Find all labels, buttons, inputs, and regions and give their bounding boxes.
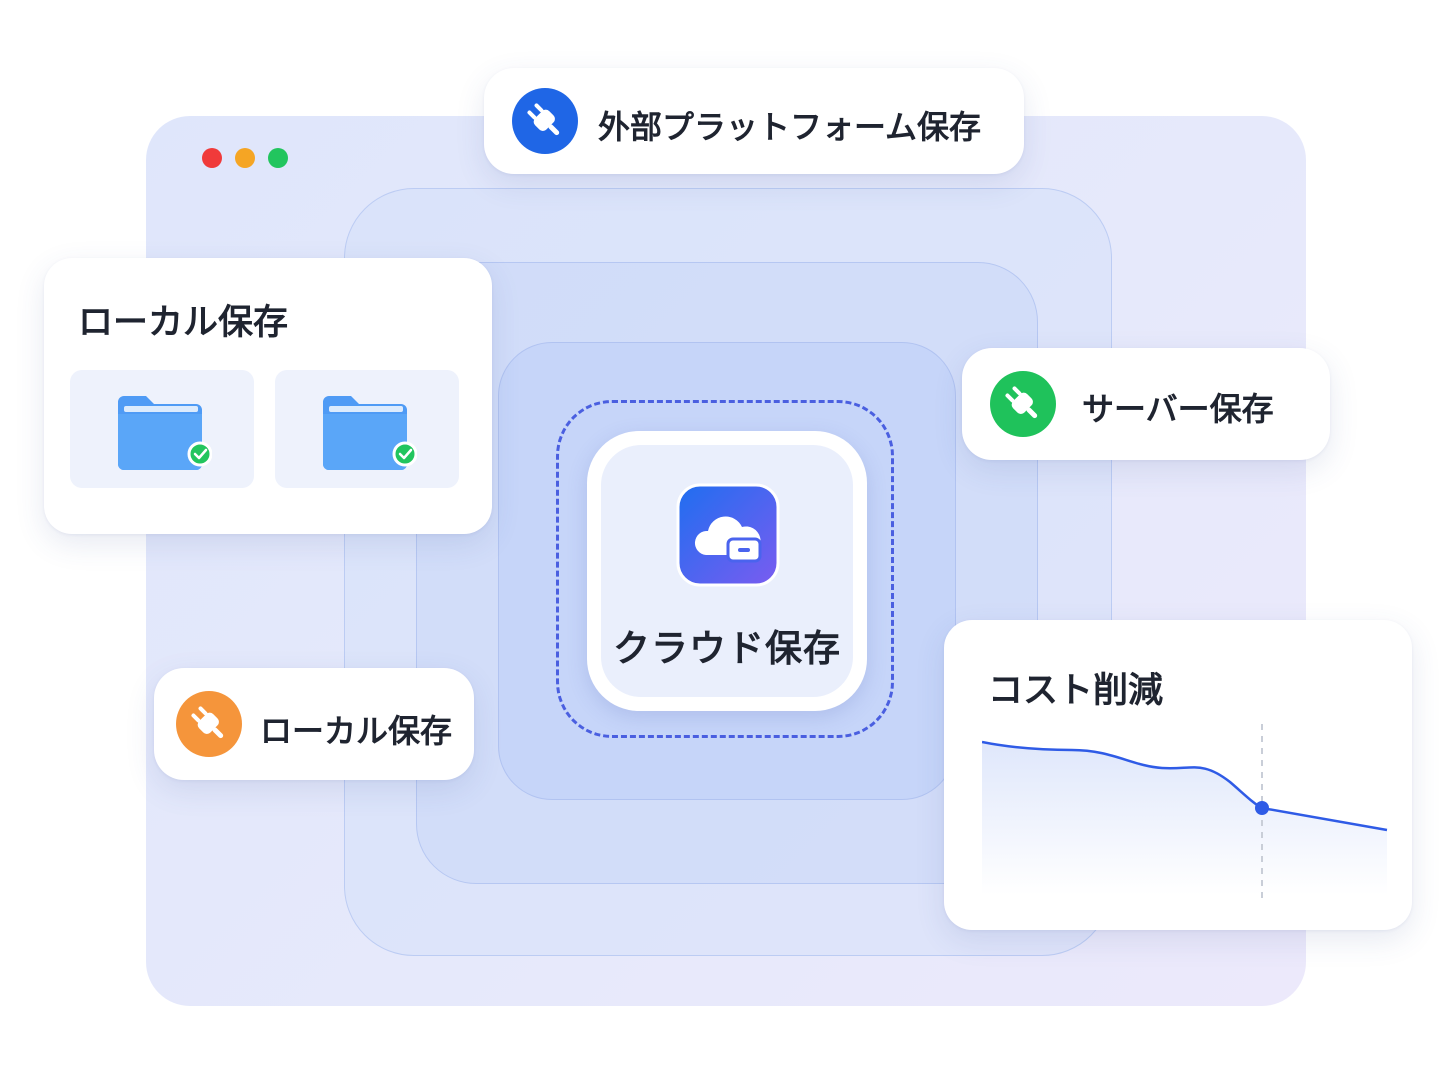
server-storage-pill[interactable]: サーバー保存	[962, 348, 1330, 460]
window-maximize-dot[interactable]	[268, 148, 288, 168]
folder-tile[interactable]	[275, 370, 459, 488]
cloud-storage-label: クラウド保存	[613, 627, 841, 670]
window-close-dot[interactable]	[202, 148, 222, 168]
folder-icon	[323, 396, 417, 470]
external-platform-label: 外部プラットフォーム保存	[598, 108, 982, 146]
external-platform-pill[interactable]: 外部プラットフォーム保存	[484, 68, 1024, 174]
local-storage-pill-label: ローカル保存	[260, 712, 453, 750]
window-controls	[202, 148, 288, 168]
server-storage-label: サーバー保存	[1082, 390, 1274, 428]
cost-trend-line	[982, 740, 1388, 832]
plug-icon	[512, 88, 578, 154]
check-badge-icon	[187, 441, 212, 467]
local-storage-title: ローカル保存	[78, 303, 289, 343]
check-badge-icon	[392, 441, 417, 467]
plug-icon	[176, 691, 242, 757]
dashed-boundary	[556, 400, 894, 738]
local-storage-pill[interactable]: ローカル保存	[154, 668, 474, 780]
cost-trend-chart	[982, 724, 1388, 900]
folder-tile[interactable]	[70, 370, 254, 488]
folder-icon	[118, 396, 212, 470]
local-storage-card[interactable]: ローカル保存	[44, 258, 492, 534]
cost-reduction-card[interactable]: コスト削減	[944, 620, 1412, 930]
cost-reduction-title: コスト削減	[988, 671, 1164, 711]
window-minimize-dot[interactable]	[235, 148, 255, 168]
cost-trend-area	[982, 742, 1387, 895]
cloud-storage-icon	[676, 483, 780, 587]
plug-icon	[990, 371, 1056, 437]
cost-trend-point	[1255, 801, 1269, 815]
